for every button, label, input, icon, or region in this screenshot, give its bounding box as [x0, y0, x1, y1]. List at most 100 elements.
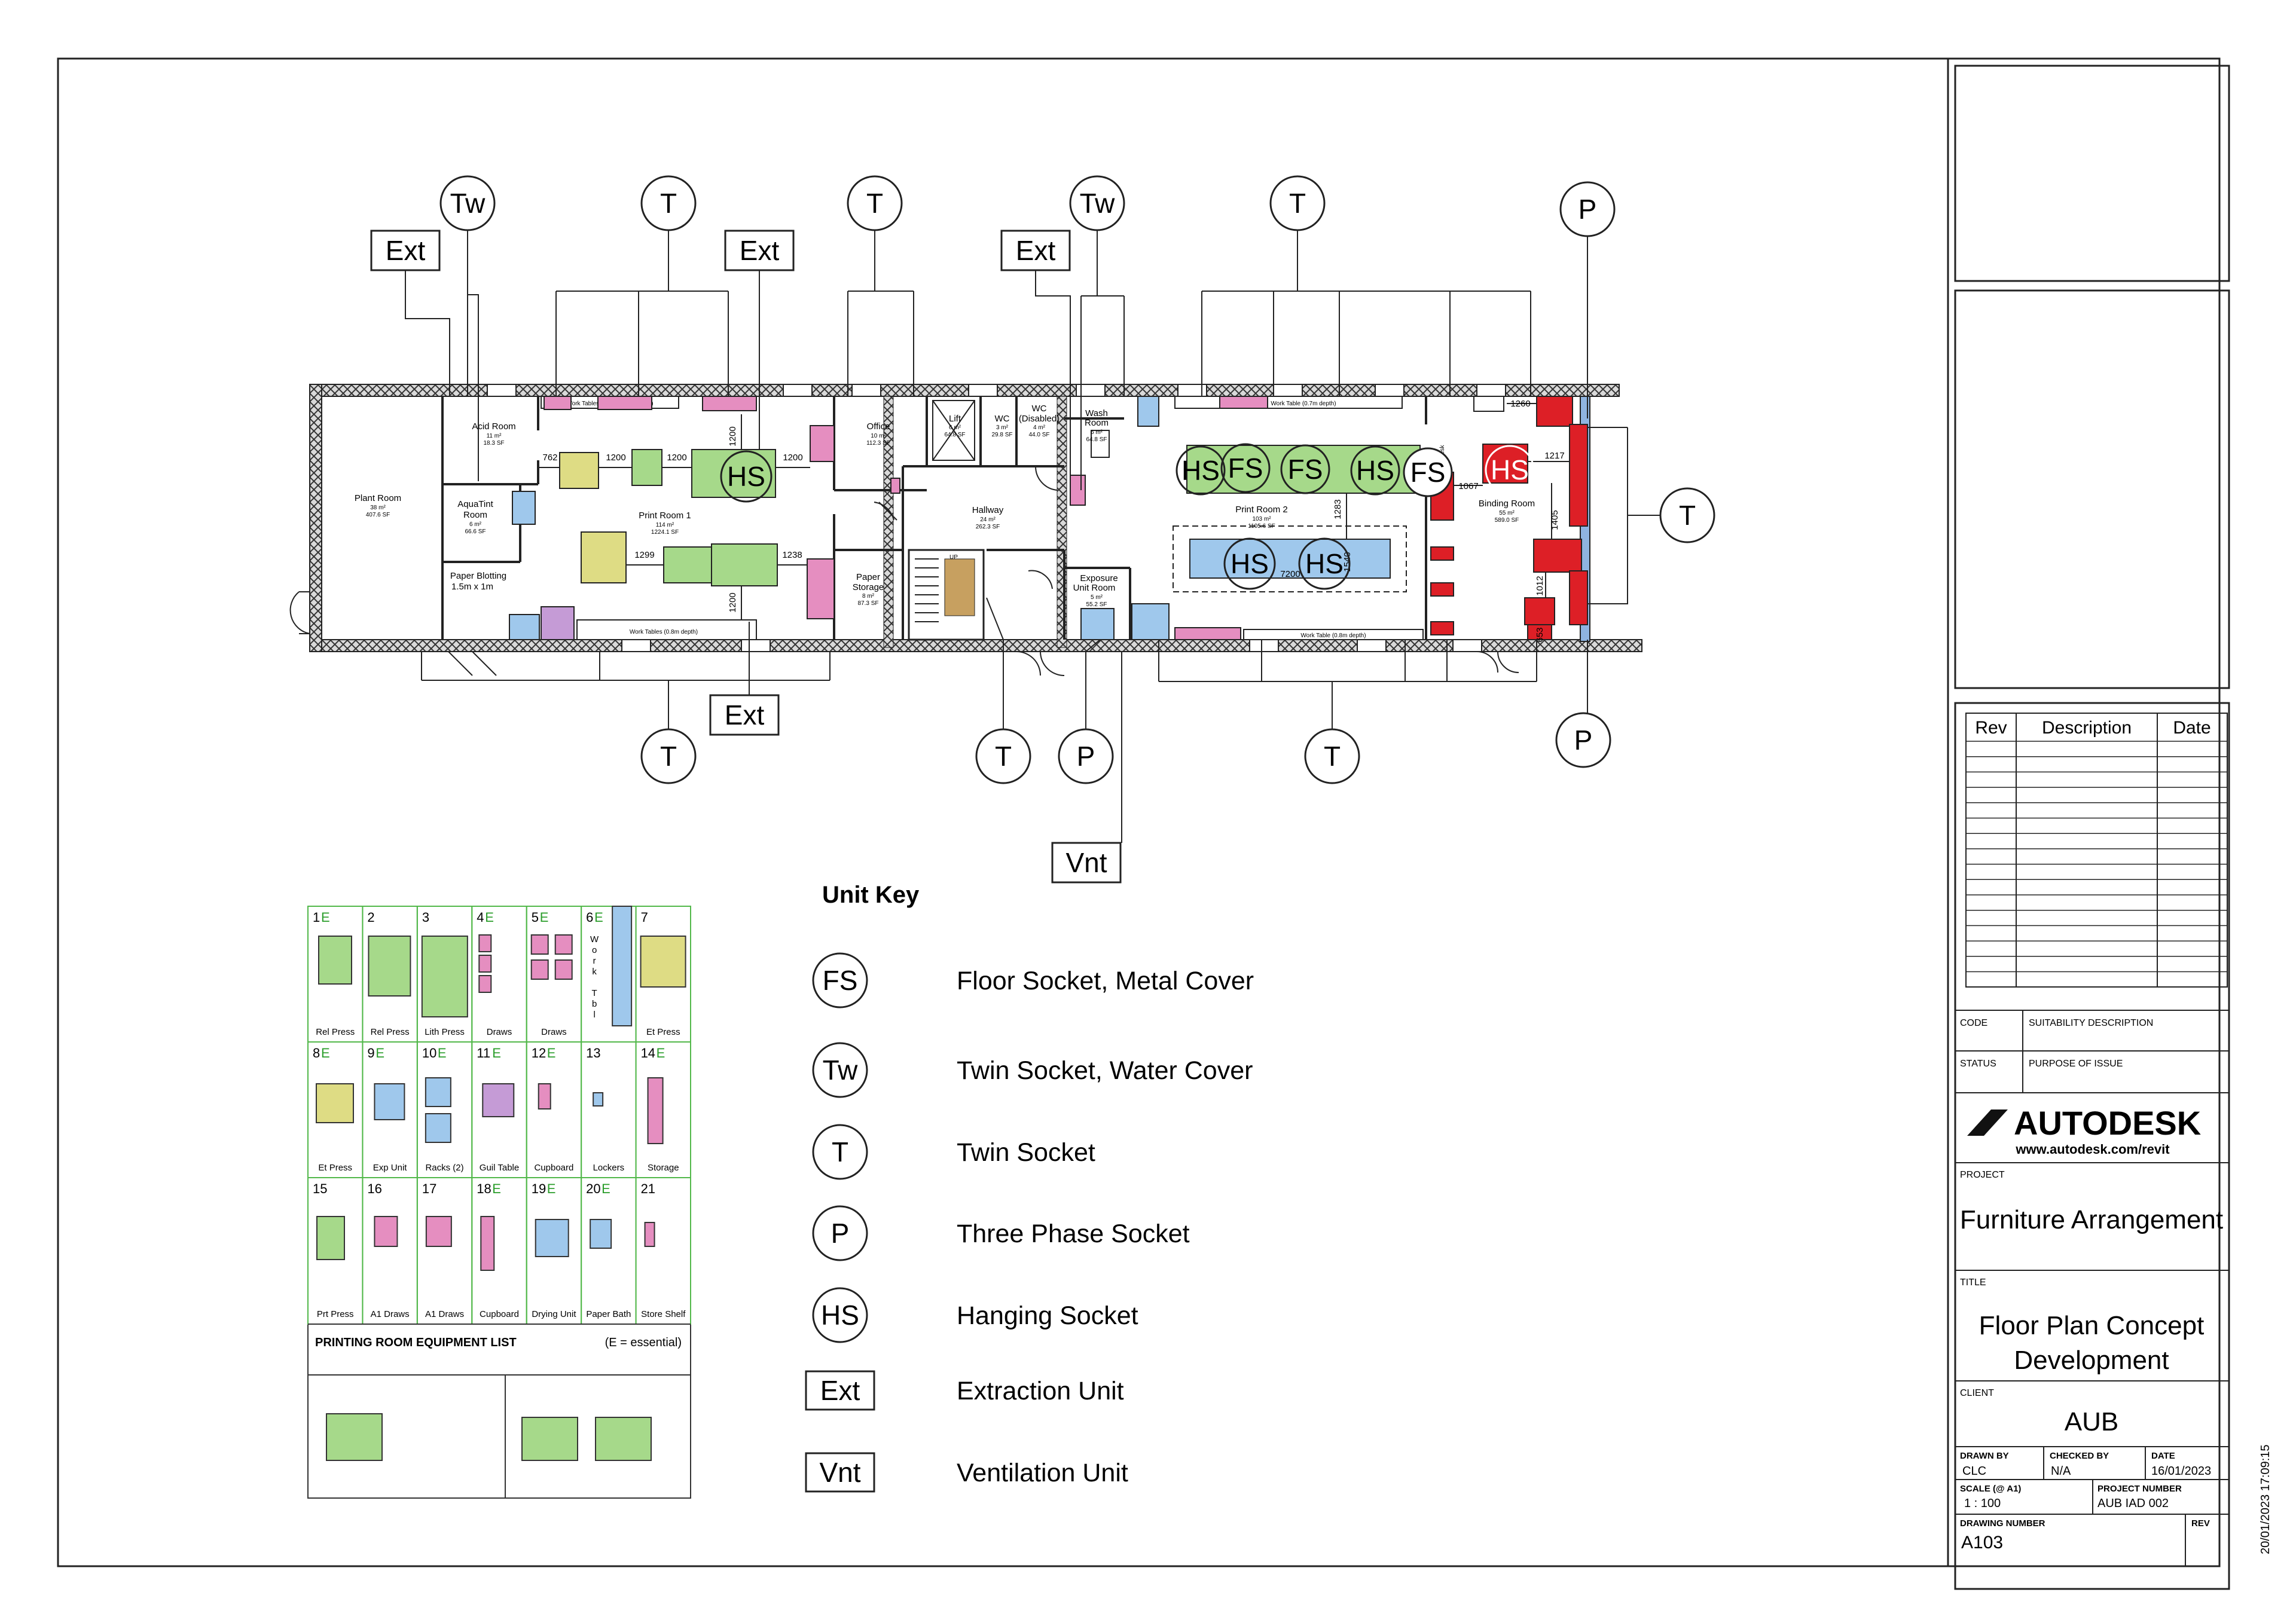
- equipment-essential-flag: E: [492, 1046, 501, 1060]
- equipment-name: Paper Bath: [586, 1309, 631, 1319]
- twin-socket-water-bubble: Tw: [439, 175, 496, 231]
- equipment-number: 1: [313, 910, 320, 925]
- equipment-number: 17: [422, 1181, 436, 1196]
- equipment-name: Lith Press: [425, 1027, 465, 1037]
- furniture-guil-table: [541, 606, 575, 640]
- equipment-essential-flag: E: [485, 910, 494, 925]
- equipment-name: Cupboard: [480, 1309, 519, 1319]
- drawn-by-value: CLC: [1962, 1465, 1986, 1478]
- room-area: 4 m²: [1033, 424, 1046, 431]
- equipment-number: 4: [477, 910, 484, 925]
- socket-bubbles: Tw T T Tw T P T T P T P T: [439, 175, 1715, 784]
- revision-rows: [1966, 741, 2227, 988]
- drawing-number-value: A103: [1961, 1533, 2003, 1552]
- equipment-glyph: [482, 1083, 515, 1117]
- equipment-number: 2: [367, 910, 374, 925]
- extraction-unit-box: Ext: [709, 694, 780, 736]
- room-name: Print Room 1: [639, 511, 691, 521]
- description-header: Description: [2042, 718, 2132, 738]
- svg-text:P: P: [1578, 194, 1597, 225]
- equipment-glyph: [478, 934, 492, 952]
- ventilation-unit-box: Vnt: [1051, 842, 1122, 884]
- svg-text:T: T: [660, 188, 677, 219]
- room-name: Binding Room: [1479, 499, 1535, 509]
- equipment-large-press: [326, 1413, 383, 1461]
- key-code: Tw: [823, 1055, 859, 1086]
- hanging-socket-bubble: HS: [1223, 537, 1276, 590]
- equipment-number: 15: [313, 1181, 327, 1196]
- floor-hanging-sockets: HS HS FS FS HS FS HS HS HS: [720, 443, 1535, 590]
- svg-text:T: T: [660, 741, 677, 772]
- key-code: HS: [821, 1300, 859, 1331]
- twin-socket-bubble: T: [1659, 487, 1715, 543]
- date-header: Date: [2173, 718, 2210, 738]
- equipment-name: A1 Draws: [371, 1309, 410, 1319]
- equipment-glyph: [318, 936, 352, 985]
- svg-text:HS: HS: [1231, 548, 1269, 579]
- dim-1012: 1012: [1535, 576, 1545, 595]
- title-label: TITLE: [1960, 1277, 1986, 1288]
- hanging-socket-bubble: HS: [1176, 445, 1226, 496]
- furniture-drying-unit: [1189, 539, 1391, 579]
- dim-7200: 7200: [1280, 569, 1300, 579]
- twin-socket-bubble: T: [640, 175, 697, 231]
- equipment-glyph: [368, 936, 411, 997]
- equipment-name: Cupboard: [534, 1163, 573, 1173]
- equipment-name: Guil Table: [480, 1163, 519, 1173]
- room-area-sf: 55.2 SF: [1086, 601, 1107, 608]
- furniture-draws: [544, 396, 572, 410]
- three-phase-bubble: P: [1555, 712, 1611, 768]
- room-area-sf: 44.0 SF: [1028, 432, 1049, 438]
- three-phase-bubble: P: [1058, 728, 1114, 784]
- date-label: DATE: [2151, 1451, 2175, 1461]
- equipment-vertical-label: b: [592, 999, 597, 1009]
- equipment-glyph: [425, 1077, 451, 1107]
- twin-socket-bubble: T: [847, 175, 903, 231]
- equipment-glyph: [530, 934, 549, 955]
- room-sub: Room: [463, 510, 487, 520]
- equipment-name: Store Shelf: [641, 1309, 686, 1319]
- room-name: Hallway: [972, 505, 1004, 515]
- furniture-exp-unit: [1137, 396, 1159, 427]
- key-symbol: [812, 1124, 868, 1180]
- equipment-essential-flag: E: [594, 910, 603, 925]
- room-name: AquaTint: [457, 499, 493, 509]
- equipment-large-press: [595, 1417, 652, 1461]
- dim-1200-e: 1200: [728, 592, 738, 612]
- dim-1200-b: 1200: [667, 453, 686, 463]
- room-area: 55 m²: [1499, 510, 1515, 516]
- furniture-binding: [1569, 570, 1588, 625]
- dim-762: 762: [542, 453, 557, 463]
- svg-text:HS: HS: [727, 461, 765, 492]
- room-name: Print Room 2: [1235, 505, 1288, 515]
- scale-value: 1 : 100: [1964, 1497, 2001, 1510]
- room-name: WC: [995, 414, 1010, 424]
- drying-zone: [1173, 525, 1407, 592]
- equipment-essential-flag: E: [321, 910, 330, 925]
- room-area-sf: 87.3 SF: [857, 600, 878, 607]
- brand-name: AUTODESK: [2014, 1104, 2201, 1142]
- room-name: Wash: [1085, 408, 1108, 418]
- equipment-essential-flag: E: [657, 1046, 665, 1060]
- room-area: 8 m²: [862, 593, 875, 600]
- room-labels: Plant Room 38 m² 407.6 SF Acid Room 11 m…: [355, 404, 1535, 608]
- hanging-socket-bubble: HS: [1350, 445, 1400, 496]
- svg-text:P: P: [1077, 741, 1095, 772]
- equipment-glyph: [640, 936, 686, 988]
- equipment-name: Et Press: [318, 1163, 352, 1173]
- svg-text:Ext: Ext: [386, 235, 426, 266]
- dimension-labels: 762 1200 1200 1200 1200 1299 1238 1200 1…: [542, 399, 1564, 643]
- equipment-essential-flag: E: [602, 1181, 610, 1196]
- desk-label: desk: [1439, 444, 1446, 457]
- room-area: 38 m²: [370, 505, 386, 511]
- hanging-socket-bubble: HS: [1298, 537, 1351, 590]
- equipment-essential-flag: E: [321, 1046, 330, 1060]
- room-area-sf: 29.8 SF: [991, 432, 1012, 438]
- client-label: CLIENT: [1960, 1388, 1994, 1398]
- svg-text:HS: HS: [1305, 548, 1344, 579]
- equipment-name: Racks (2): [425, 1163, 463, 1173]
- svg-text:Tw: Tw: [450, 188, 486, 219]
- key-description: Hanging Socket: [957, 1301, 1138, 1330]
